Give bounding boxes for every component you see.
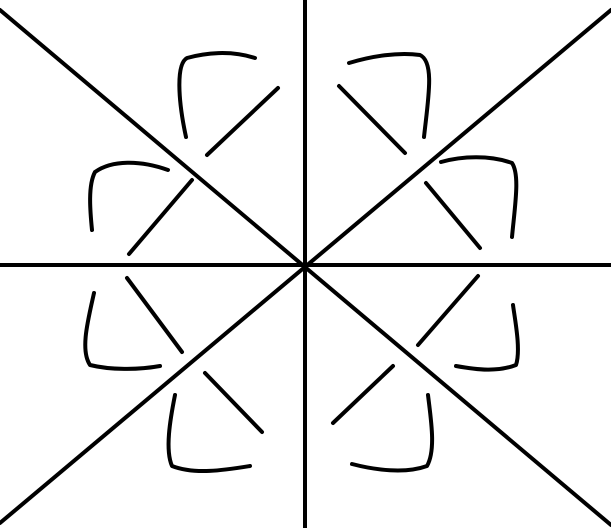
knot-segment-left-upper-outer-arc xyxy=(88,160,170,232)
knot-segment-lower-left-inner-stroke xyxy=(203,371,264,434)
knot-segment-right-upper-inner-stroke xyxy=(424,181,482,250)
knot-segment-lower-left-outer-arc xyxy=(166,393,252,474)
knot-segment-left-lower-inner-stroke xyxy=(125,276,184,354)
knot-segment-upper-right-inner-stroke xyxy=(337,84,407,155)
knot-segment-upper-left-inner-stroke xyxy=(205,86,280,157)
knot-segment-upper-left-outer-arc xyxy=(177,51,257,139)
knot-segment-upper-right-outer-arc xyxy=(347,51,432,139)
knot-segments-group xyxy=(83,51,520,474)
knot-segment-lower-right-inner-stroke xyxy=(331,364,395,425)
axis-line-diagonal-ascending xyxy=(0,8,611,525)
knot-segment-right-lower-inner-stroke xyxy=(416,274,480,347)
knot-segment-left-upper-inner-stroke xyxy=(127,178,194,256)
knot-segment-right-lower-outer-arc xyxy=(454,303,520,372)
knot-segment-left-lower-outer-arc xyxy=(83,291,162,371)
knot-segment-lower-right-outer-arc xyxy=(350,393,435,473)
knot-segment-right-upper-outer-arc xyxy=(439,155,519,239)
